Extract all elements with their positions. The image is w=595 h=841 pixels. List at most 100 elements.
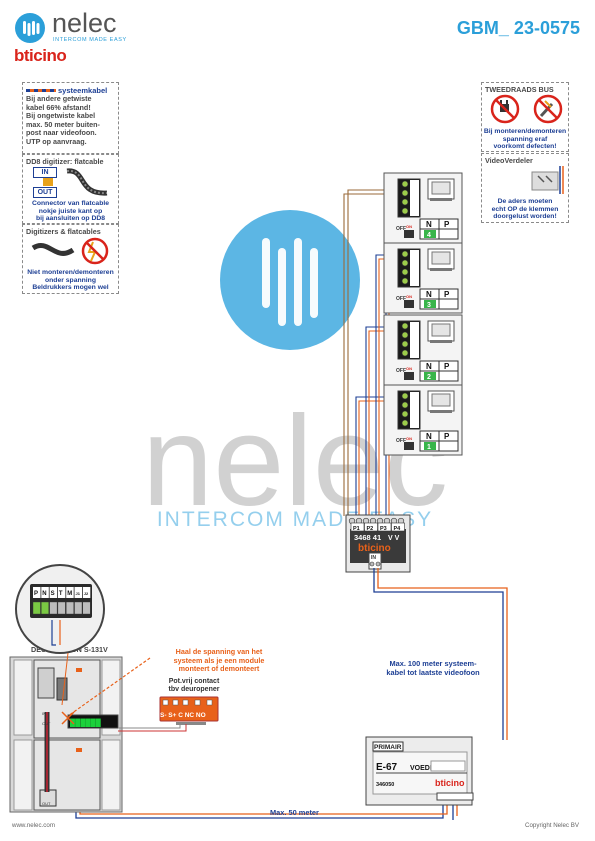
- cable-note-line: kabel 66% afstand!: [26, 102, 91, 112]
- monitor-number: 3: [427, 302, 431, 309]
- twisted-cable-icon: [26, 89, 56, 92]
- warning-pointer-line: [67, 657, 151, 717]
- digitizers-caption-line: onder spanning: [45, 276, 96, 284]
- bus-caption-line: voorkomt defecten!: [493, 143, 557, 151]
- digitizers-caption-line: Niet monteren/demonteren: [27, 269, 114, 276]
- note-digitizers-title: Digitizers & flatcables: [26, 227, 101, 236]
- switch-on-label: ON: [406, 294, 412, 299]
- door-station-connector: [67, 714, 119, 729]
- cable-note-line: UTP op aanvraag.: [26, 136, 87, 146]
- distributor-port-label: P1: [353, 526, 360, 532]
- psu-primary-label: PRIMAIR: [374, 744, 402, 751]
- door-station-out-label: OUT: [42, 721, 51, 726]
- no-plug-icons: [490, 94, 563, 124]
- max100-line: Max. 100 meter systeem-: [389, 659, 477, 668]
- door-station-in-label: IN: [42, 711, 46, 716]
- verdeler-caption-line: doorgelust worden!: [493, 213, 557, 221]
- power-supply: PRIMAIR E-67 VOEDING 346050 bticino: [365, 736, 474, 806]
- monitor-n-label: N: [426, 362, 432, 371]
- terminal-label: M: [67, 591, 72, 597]
- psu-brand: bticino: [435, 778, 465, 788]
- monitor-number: 1: [427, 444, 431, 451]
- relay-module: S- S+ C NC NO: [159, 696, 219, 725]
- note-verdeler-title: VideoVerdeler: [485, 156, 533, 165]
- no-live-work-icon: [31, 237, 109, 265]
- terminal-label: S: [51, 591, 55, 597]
- dd8-caption-line: nokje juiste kant op: [38, 207, 103, 215]
- brand-name: nelec: [52, 8, 117, 38]
- max-100-meter-label: Max. 100 meter systeem-kabel tot laatste…: [358, 659, 508, 677]
- switch-on-label: ON: [406, 436, 412, 441]
- monitor-p-label: P: [444, 362, 450, 371]
- dd8-caption-line: bij aansluiten op DD8: [35, 215, 106, 223]
- svg-text:OUT: OUT: [42, 801, 51, 806]
- dd8-in-box: IN: [33, 167, 57, 178]
- dd8-out-box: OUT: [33, 187, 57, 198]
- monitor-number: 2: [427, 374, 431, 381]
- verdeler-caption-line: echt OP de klemmen: [491, 205, 559, 213]
- voltage-note-line: systeem als je een module: [173, 655, 265, 665]
- voltage-note-line: monteert of demonteert: [178, 664, 260, 674]
- verdeler-caption-line: De aders moeten: [497, 198, 553, 205]
- nelec-logo-icon: [15, 13, 45, 43]
- terminal-label: N: [42, 591, 46, 597]
- zoom-leader-line: [61, 652, 69, 706]
- digitizers-caption-line: Beldrukkers mogen wel: [32, 284, 109, 292]
- cable-note-line: max. 50 meter buiten-: [26, 119, 100, 129]
- dd8-caption-line: Connector van flatcable: [31, 200, 110, 207]
- monitor-n-label: N: [426, 220, 432, 229]
- switch-on-label: ON: [406, 366, 412, 371]
- switch-off-label: OFF: [396, 296, 406, 302]
- psu-model: E-67: [376, 762, 398, 773]
- distributor-port-label: P3: [380, 526, 387, 532]
- switch-off-label: OFF: [396, 368, 406, 374]
- watermark-logo-bars: [262, 238, 318, 326]
- distributor-vv: V V: [388, 535, 400, 542]
- distributor-port-label: P2: [367, 526, 374, 532]
- terminal-label: J1: [76, 591, 81, 596]
- note-dd8: DD8 digitizer: flatcable IN OUT Connecto…: [22, 154, 119, 224]
- max100-line: kabel tot laatste videofoon: [386, 668, 480, 677]
- voltage-note-line: Haal de spanning van het: [175, 647, 263, 656]
- note-system-cable-title: systeemkabel: [58, 86, 108, 95]
- flatcable-icon: [43, 168, 108, 196]
- watermark-logo-circle: [220, 210, 360, 350]
- switch-off-label: OFF: [396, 226, 406, 232]
- max-50-meter-label: Max. 50 meter: [270, 808, 319, 817]
- psu-label: VOEDING: [410, 765, 443, 772]
- footer-copyright: Copyright Nelec BV: [525, 822, 579, 829]
- cable-note-line: Bij ongetwiste kabel: [26, 111, 96, 121]
- monitor-number: 4: [427, 232, 431, 239]
- monitor-n-label: N: [426, 432, 432, 441]
- monitor-p-label: P: [444, 290, 450, 299]
- monitor-p-label: P: [444, 220, 450, 229]
- note-digitizers: Digitizers & flatcables Niet monteren/de…: [22, 224, 119, 294]
- brand-tagline: INTERCOM MADE EASY: [53, 37, 127, 43]
- switch-off-label: OFF: [396, 438, 406, 444]
- bticino-logo: bticino: [14, 46, 67, 65]
- terminal-label: T: [59, 591, 63, 597]
- cable-note-line: Bij andere getwiste: [26, 94, 92, 103]
- relay-title-line: Pot.vrij contact: [168, 678, 220, 685]
- relay-terminals: S- S+ C NC NO: [160, 712, 206, 719]
- svg-text:██████: ██████: [70, 718, 101, 728]
- switch-on-label: ON: [406, 224, 412, 229]
- document-code: GBM_ 23-0575: [456, 18, 580, 38]
- footer-website[interactable]: www.nelec.com: [12, 822, 55, 829]
- terminal-label: P: [34, 591, 38, 597]
